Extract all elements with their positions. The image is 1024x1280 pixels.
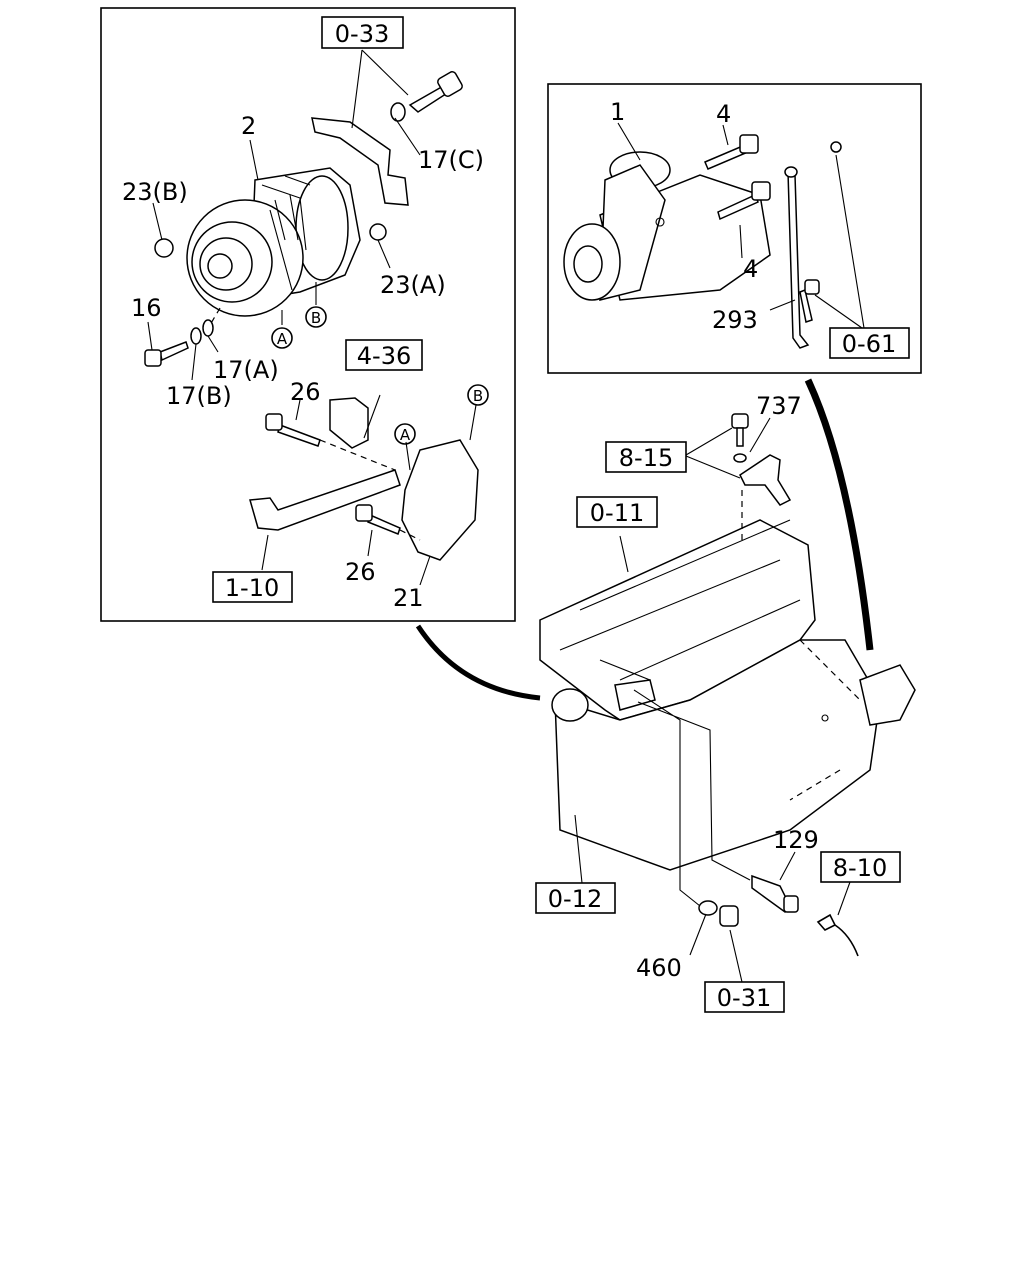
- bolt-4-upper: [704, 134, 759, 170]
- callout-0-33[interactable]: 0-33: [321, 16, 404, 49]
- washer-17b: [190, 327, 202, 345]
- sensor-129: [751, 874, 799, 914]
- marker-b-upper: B: [305, 306, 327, 328]
- callout-8-10[interactable]: 8-10: [820, 851, 901, 883]
- callout-0-12[interactable]: 0-12: [535, 882, 616, 914]
- callout-4-36[interactable]: 4-36: [345, 339, 423, 371]
- connector-left: [415, 624, 541, 701]
- part-4-upper: 4: [716, 100, 731, 128]
- svg-text:0-33: 0-33: [335, 20, 389, 48]
- bolt-0-61: [799, 279, 820, 323]
- bolt-26-lower: [355, 504, 401, 535]
- bolt-737: [731, 413, 749, 447]
- svg-text:0-11: 0-11: [590, 499, 644, 527]
- engine-block: [539, 519, 916, 871]
- svg-text:0-12: 0-12: [548, 885, 602, 913]
- svg-text:A: A: [277, 330, 288, 348]
- part-23a: 23(A): [380, 271, 446, 299]
- starter-motor: [563, 151, 771, 301]
- svg-text:0-61: 0-61: [842, 330, 896, 358]
- washer-737: [733, 453, 747, 463]
- oring-460: [698, 900, 718, 916]
- part-2: 2: [241, 112, 256, 140]
- svg-text:0-31: 0-31: [717, 984, 771, 1012]
- part-17c: 17(C): [418, 146, 484, 174]
- bracket-1-10: [249, 469, 401, 531]
- svg-text:A: A: [400, 426, 411, 444]
- bolt-16: [144, 341, 189, 367]
- part-17a: 17(A): [213, 356, 279, 384]
- callout-0-61[interactable]: 0-61: [829, 327, 910, 359]
- part-4-lower: 4: [743, 255, 758, 283]
- part-293: 293: [712, 306, 758, 334]
- svg-text:4-36: 4-36: [357, 342, 411, 370]
- nut-23b: [154, 238, 174, 258]
- part-737: 737: [756, 392, 802, 420]
- svg-text:8-10: 8-10: [833, 854, 887, 882]
- part-26-upper: 26: [290, 378, 321, 406]
- starter-inset-frame: [547, 83, 922, 374]
- part-16: 16: [131, 294, 162, 322]
- bracket-21: [401, 439, 479, 561]
- plug-0-31: [719, 905, 739, 927]
- callout-0-31[interactable]: 0-31: [704, 981, 785, 1013]
- ground-cable-293: [787, 170, 810, 349]
- bolt-4-lower: [717, 181, 771, 221]
- callout-8-15[interactable]: 8-15: [605, 441, 687, 473]
- connector-right: [804, 378, 874, 651]
- part-1: 1: [610, 98, 625, 126]
- svg-text:B: B: [311, 309, 321, 327]
- callout-1-10[interactable]: 1-10: [212, 571, 293, 603]
- part-460: 460: [636, 954, 682, 982]
- part-21: 21: [393, 584, 424, 612]
- washer-17c: [390, 102, 406, 122]
- bolt-0-33: [408, 71, 463, 113]
- svg-text:8-15: 8-15: [619, 444, 673, 472]
- part-129: 129: [773, 826, 819, 854]
- bolt-26-upper: [265, 413, 321, 447]
- alternator: [186, 117, 409, 317]
- part-23b: 23(B): [122, 178, 188, 206]
- bracket-4-36: [329, 397, 369, 449]
- part-17b: 17(B): [166, 382, 232, 410]
- svg-text:1-10: 1-10: [225, 574, 279, 602]
- marker-b-lower: B: [467, 384, 489, 406]
- svg-text:B: B: [473, 387, 483, 405]
- alternator-inset-frame: [100, 7, 516, 622]
- callout-0-11[interactable]: 0-11: [576, 496, 658, 528]
- marker-a-lower: A: [394, 423, 416, 445]
- part-26-lower: 26: [345, 558, 376, 586]
- bracket-8-15: [739, 454, 792, 506]
- nut-23a: [369, 223, 387, 241]
- sensor-harness-8-10: [816, 913, 859, 957]
- marker-a-upper: A: [271, 327, 293, 349]
